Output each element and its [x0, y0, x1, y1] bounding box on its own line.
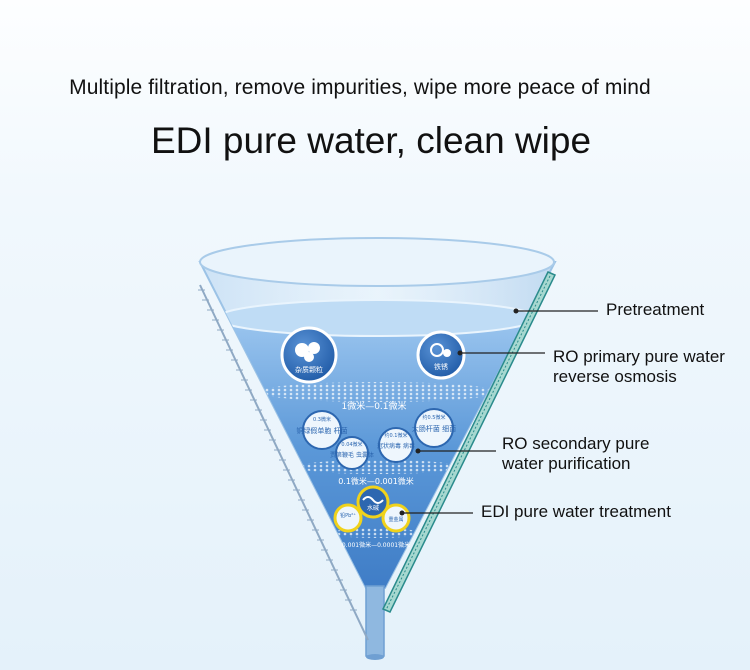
stage-label-ro-primary: RO primary pure water reverse osmosis [553, 347, 725, 386]
cyst-label: 贾第鞭毛 虫囊体 [330, 451, 374, 459]
stage-label-pretreatment: Pretreatment [606, 300, 705, 319]
lead-badge [333, 503, 363, 533]
layer3-range-label: 0.001微米—0.0001微米 [342, 541, 410, 549]
left-ruler [199, 284, 369, 641]
fungus-size: 0.3微米 [313, 416, 331, 423]
impurity-badge [280, 326, 338, 384]
left-ruler-ticks [198, 289, 357, 611]
alkali-badge [356, 485, 390, 519]
rust-badge [416, 330, 466, 380]
layer1-range-label: 1微米—0.1微米 [341, 400, 406, 412]
impurity-badge-label: 杂质颗粒 [295, 365, 323, 374]
rust-badge-label: 铁锈 [434, 362, 448, 371]
bacteria-badge [414, 408, 454, 448]
alkali-label: 水碱 [367, 504, 379, 512]
bacteria-size: 约0.5微米 [423, 414, 446, 421]
water-surface [216, 299, 538, 337]
filter-layer-2 [296, 460, 460, 474]
cyst-size: 0.04微米 [341, 441, 362, 448]
stage-label-ro-secondary: RO secondary pure water purification [502, 434, 650, 473]
fungus-label: 铜绿假单胞 杆菌 [296, 426, 347, 435]
page-title: EDI pure water, clean wipe [150, 120, 592, 161]
cyst-badge [335, 436, 369, 470]
funnel-spout [365, 585, 385, 657]
bacteria-label: 大肠杆菌 细菌 [412, 424, 456, 433]
fungus-badge [302, 410, 342, 450]
funnel-rim [199, 237, 555, 287]
layer2-range-label: 0.1微米—0.001微米 [338, 476, 414, 486]
virus-size: 约0.1微米 [385, 432, 408, 439]
virus-badge [378, 427, 414, 463]
virus-label: 冠状病毒 病毒 [377, 442, 415, 450]
subtitle: Multiple filtration, remove impurities, … [69, 76, 651, 99]
metal-label: 重金属 [388, 516, 403, 523]
stage-label-edi: EDI pure water treatment [481, 502, 671, 521]
lead-label: 铅Pb²⁺ [340, 512, 356, 519]
filter-layer-1 [258, 382, 498, 402]
